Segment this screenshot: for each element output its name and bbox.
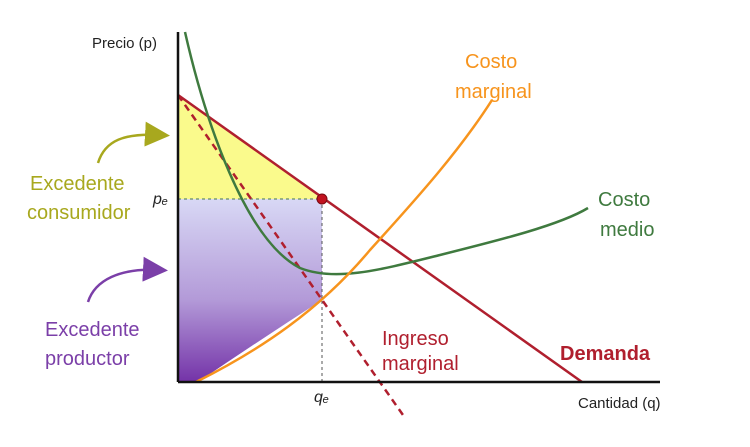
producer-surplus-area — [178, 199, 322, 382]
marginal-revenue-label-1: Ingreso — [382, 328, 449, 350]
average-cost-label-2: medio — [600, 219, 654, 241]
consumer-surplus-arrow-icon — [96, 121, 170, 164]
equilibrium-point — [316, 193, 328, 205]
producer-surplus-arrow-icon — [86, 256, 168, 303]
marginal-revenue-curve — [176, 94, 405, 416]
marginal-cost-label-1: Costo — [465, 51, 517, 73]
demand-label: Demanda — [560, 343, 651, 365]
marginal-cost-label-2: marginal — [455, 81, 532, 103]
pe-label: pₑ — [152, 191, 168, 208]
consumer-surplus-label-1: Excedente — [30, 173, 125, 195]
average-cost-label-1: Costo — [598, 189, 650, 211]
producer-surplus-label-1: Excedente — [45, 319, 140, 341]
marginal-cost-curve — [195, 99, 494, 384]
marginal-revenue-label-2: marginal — [382, 353, 459, 375]
x-axis-label: Cantidad (q) — [578, 395, 661, 412]
average-cost-curve — [183, 31, 589, 276]
consumer-surplus-label-2: consumidor — [27, 202, 131, 224]
qe-label: qₑ — [314, 389, 329, 406]
y-axis-label: Precio (p) — [92, 35, 157, 52]
producer-surplus-label-2: productor — [45, 348, 130, 370]
